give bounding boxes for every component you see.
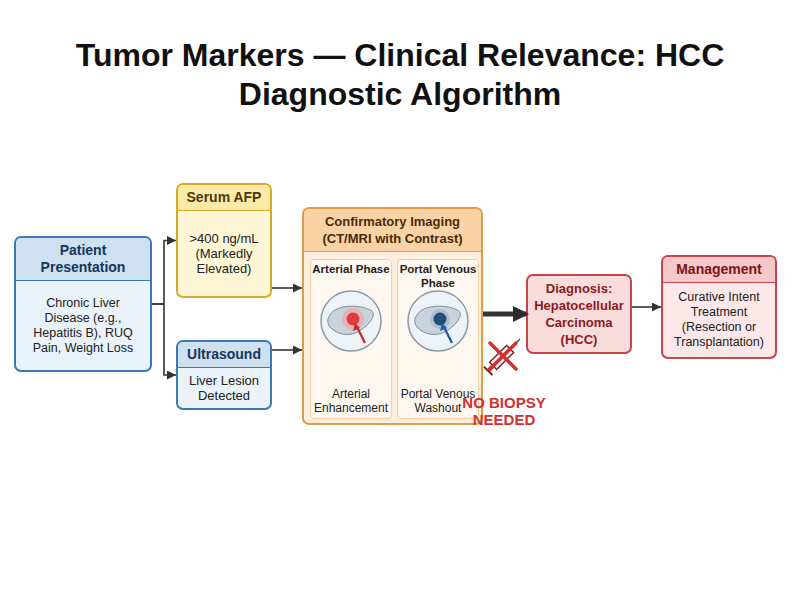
box-heading: Serum AFP bbox=[178, 185, 270, 211]
diagram-title: Tumor Markers — Clinical Relevance: HCC … bbox=[50, 36, 750, 114]
process-box: UltrasoundLiver Lesion Detected bbox=[176, 340, 272, 410]
flow-arrow bbox=[152, 304, 176, 375]
box-heading: Management bbox=[663, 257, 775, 283]
panel-heading: Arterial Phase bbox=[311, 260, 391, 292]
management-box: ManagementCurative Intent Treatment (Res… bbox=[661, 255, 777, 359]
flow-arrow bbox=[272, 349, 302, 351]
box-heading: Ultrasound bbox=[178, 342, 270, 368]
diagnosis-box: Diagnosis: Hepatocellular Carcinoma (HCC… bbox=[526, 274, 632, 354]
imaging-box: Confirmatory Imaging (CT/MRI with Contra… bbox=[302, 207, 483, 425]
box-heading: Confirmatory Imaging (CT/MRI with Contra… bbox=[304, 209, 481, 252]
box-body: Chronic Liver Disease (e.g., Hepatitis B… bbox=[16, 281, 150, 370]
cross-mark bbox=[490, 343, 516, 369]
arterial-liver-icon bbox=[321, 291, 381, 351]
box-heading: Patient Presentation bbox=[16, 238, 150, 281]
panel-caption: Arterial Enhancement bbox=[311, 387, 391, 418]
warning-label: NO BIOPSY NEEDED bbox=[456, 394, 552, 428]
box-body: Curative Intent Treatment (Resection or … bbox=[663, 283, 775, 357]
phase-panel: Arterial PhaseArterial Enhancement bbox=[310, 259, 392, 419]
portal-liver-icon bbox=[408, 291, 468, 351]
marker-box: Serum AFP>400 ng/mL (Markedly Elevated) bbox=[176, 183, 272, 298]
box-body: >400 ng/mL (Markedly Elevated) bbox=[178, 211, 270, 296]
flow-arrow bbox=[632, 306, 661, 308]
process-box: Patient PresentationChronic Liver Diseas… bbox=[14, 236, 152, 372]
flow-arrow bbox=[272, 287, 302, 289]
flow-arrow bbox=[483, 312, 526, 317]
node-text: Diagnosis: Hepatocellular Carcinoma (HCC… bbox=[528, 280, 630, 348]
panel-heading: Portal Venous Phase bbox=[398, 260, 478, 292]
flow-arrow bbox=[152, 241, 176, 305]
box-body: Liver Lesion Detected bbox=[178, 368, 270, 408]
crossed-syringe-icon bbox=[483, 335, 524, 376]
